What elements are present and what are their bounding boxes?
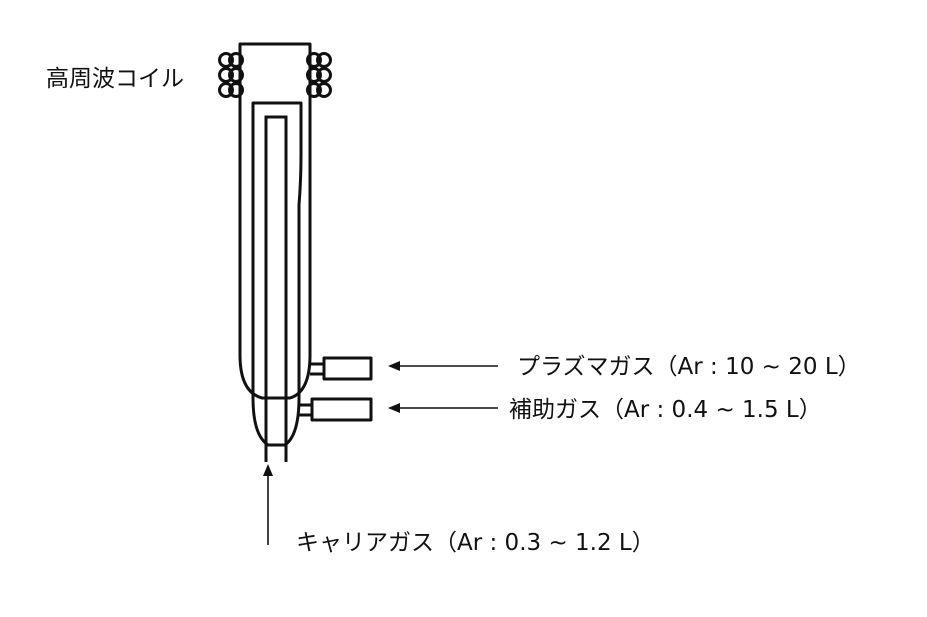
rf-coil-label: 高周波コイル — [46, 66, 184, 92]
plasma-gas-label: プラズマガス（Ar : 10 ~ 20 L） — [517, 354, 861, 380]
auxiliary-gas-label: 補助ガス（Ar : 0.4 ~ 1.5 L） — [509, 397, 822, 423]
carrier-gas-arrow — [263, 464, 273, 545]
auxiliary-gas-arrow — [388, 403, 498, 413]
plasma-gas-arrow — [388, 361, 498, 371]
outer-tube — [238, 42, 312, 400]
plasma-gas-inlet-port — [310, 356, 373, 381]
auxiliary-gas-inlet-port — [299, 397, 373, 422]
carrier-gas-label: キャリアガス（Ar : 0.3 ~ 1.2 L） — [296, 530, 655, 556]
rf-coil-right — [306, 52, 332, 98]
rf-coil-left — [218, 52, 244, 98]
intermediate-tube — [251, 101, 303, 447]
